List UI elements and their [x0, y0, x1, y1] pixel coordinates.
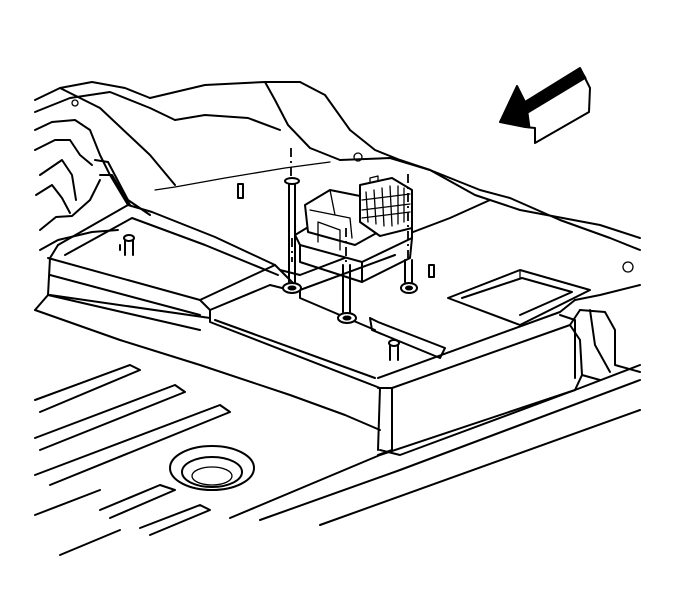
left-wheelhouse [34, 99, 279, 276]
rear-panel [34, 81, 641, 251]
mounting-bolts [282, 148, 418, 324]
module-icon [294, 175, 413, 283]
drain-plug [169, 445, 255, 491]
floor-recess [447, 269, 591, 326]
direction-arrow-icon [499, 67, 591, 144]
floor-ribs [34, 364, 641, 556]
fastener-icon [123, 183, 435, 361]
